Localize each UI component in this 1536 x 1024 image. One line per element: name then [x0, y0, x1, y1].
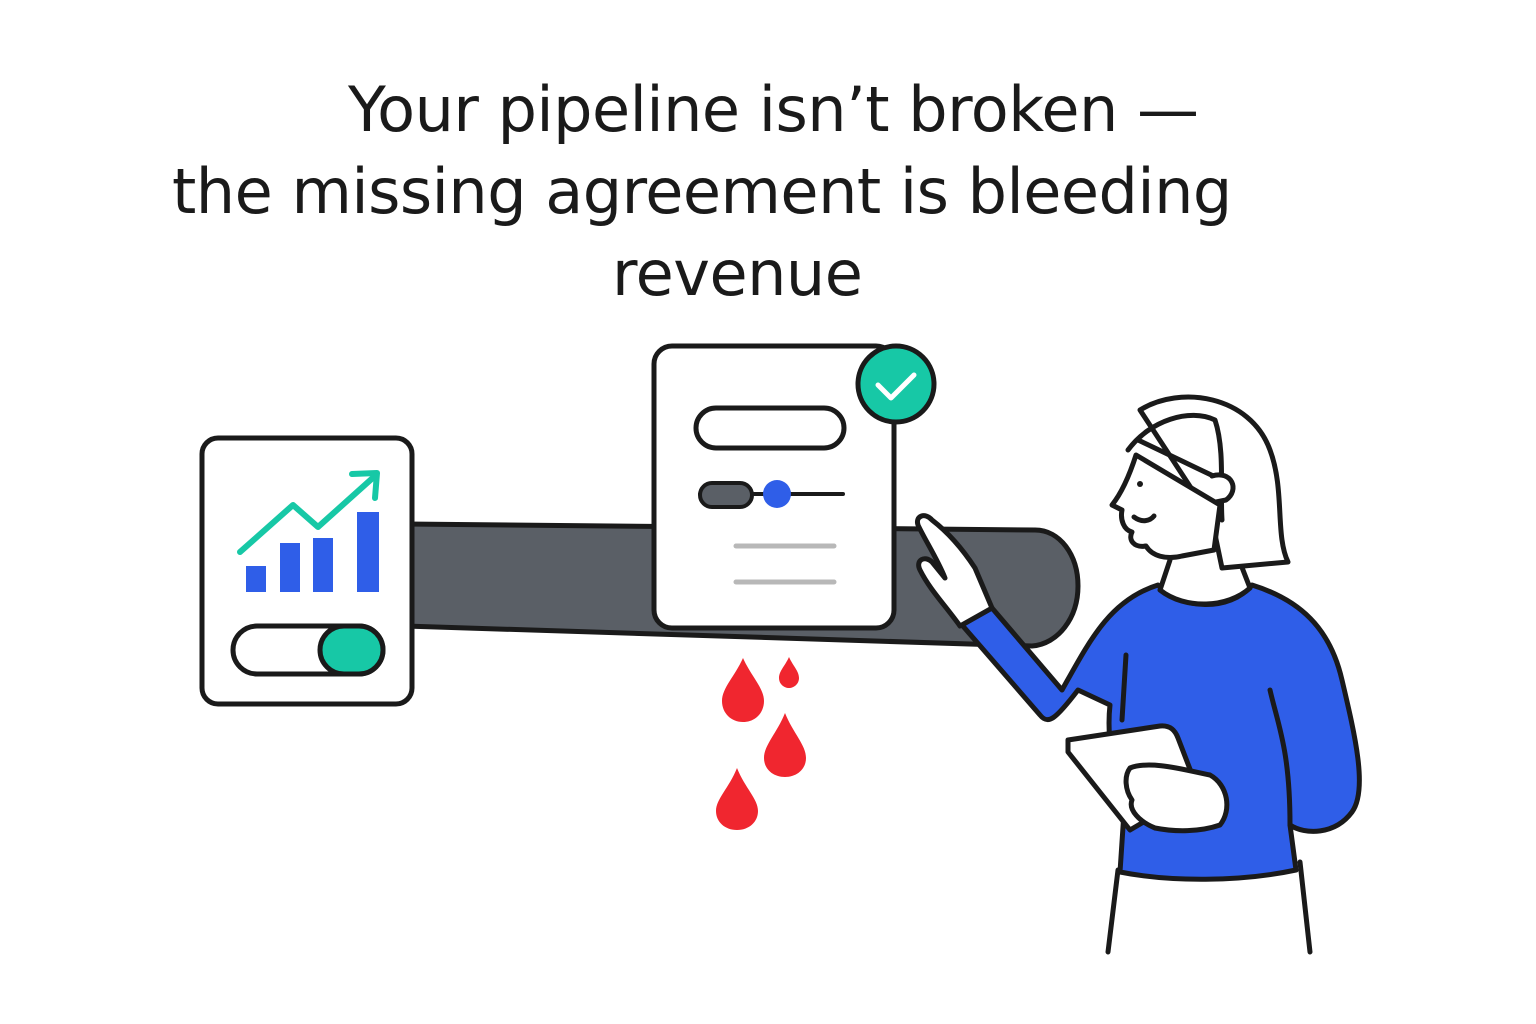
- slider[interactable]: [698, 480, 845, 509]
- blood-drop-icon: [779, 657, 799, 688]
- revenue-leak: [716, 657, 806, 830]
- headline-line-1: Your pipeline isn’t broken —: [348, 73, 1199, 146]
- bar-chart-icon: [246, 512, 379, 592]
- toggle-switch[interactable]: [230, 623, 386, 677]
- checkmark-badge: [855, 343, 937, 425]
- dashboard-card: [199, 435, 415, 707]
- headline-line-3: revenue: [612, 237, 863, 310]
- text-field[interactable]: [693, 405, 847, 451]
- slider-handle[interactable]: [763, 480, 791, 508]
- blood-drop-icon: [764, 713, 806, 777]
- blood-drop-icon: [716, 768, 758, 830]
- checkmark-icon: [875, 372, 917, 401]
- person-illustration: [914, 394, 1362, 955]
- headline: Your pipeline isn’t broken — the missing…: [0, 0, 1536, 320]
- headline-line-2: the missing agreement is bleeding: [172, 155, 1232, 228]
- blood-drop-icon: [722, 658, 764, 722]
- trend-up-arrow-icon: [237, 470, 380, 555]
- agreement-card: [651, 343, 937, 631]
